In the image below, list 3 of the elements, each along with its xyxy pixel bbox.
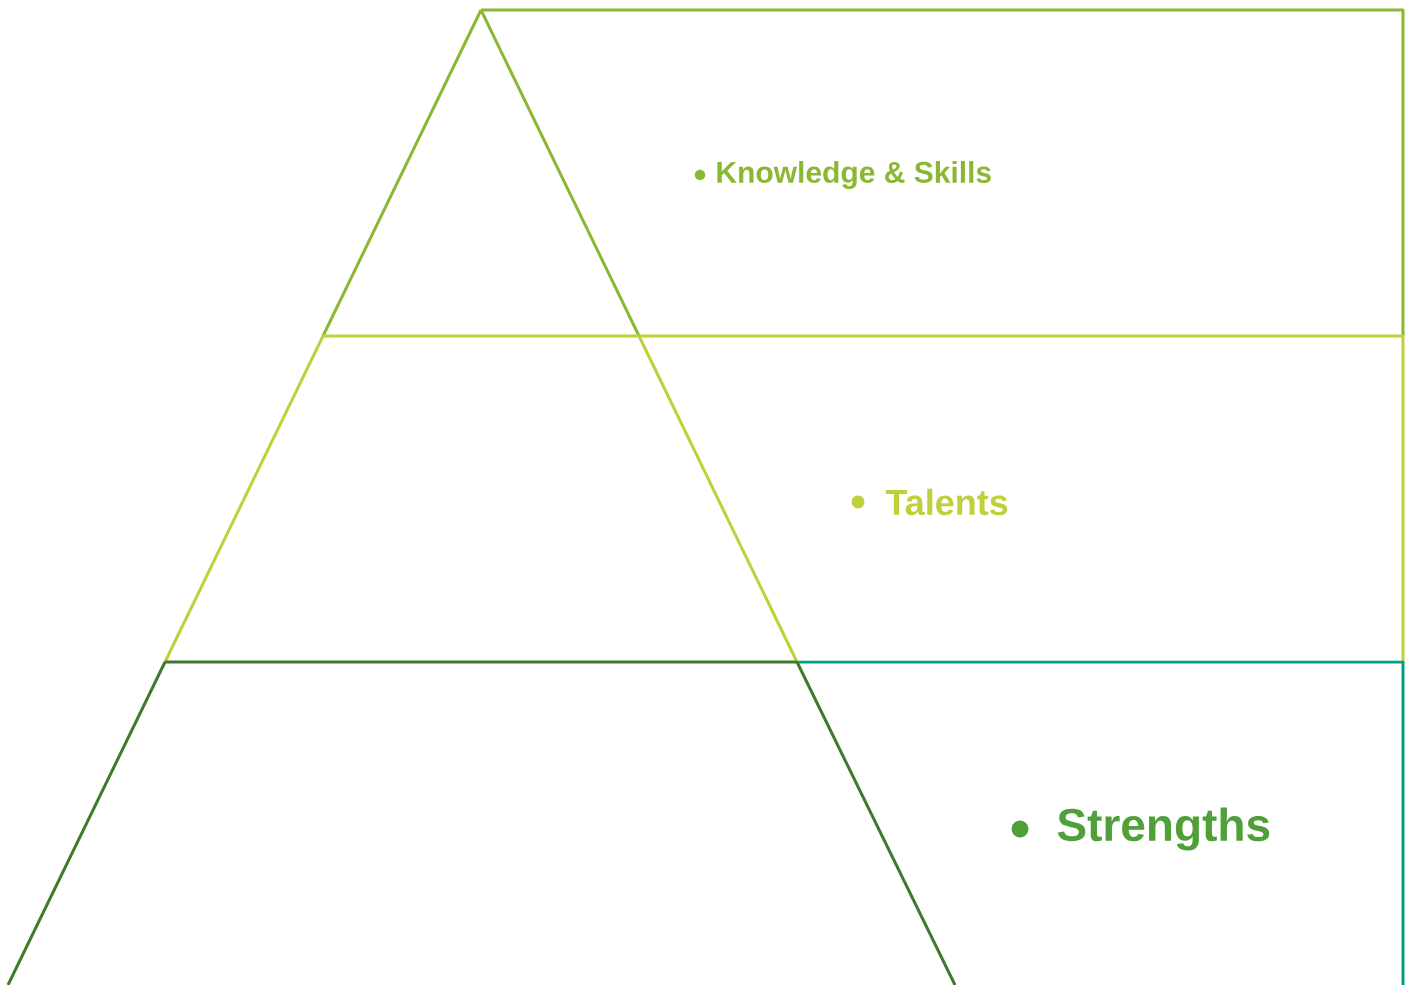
layer-label: Knowledge & Skills: [717, 160, 991, 190]
layer-label: Strengths: [1057, 807, 1270, 851]
layer-label: Talents: [885, 488, 1008, 516]
